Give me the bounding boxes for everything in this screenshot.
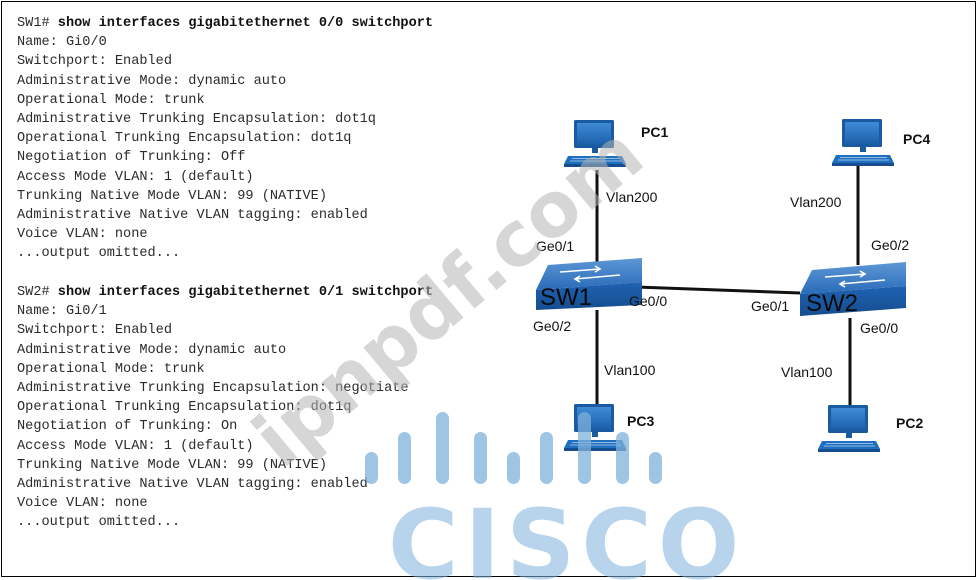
pc2-label: PC2: [896, 415, 923, 431]
terminal-command-line: SW1# show interfaces gigabitethernet 0/0…: [17, 14, 433, 33]
cisco-wordmark: CISCO: [388, 489, 745, 580]
sw1-terminal-output: SW1# show interfaces gigabitethernet 0/0…: [17, 14, 433, 264]
terminal-output-line: Name: Gi0/1: [17, 304, 107, 320]
sw2-terminal-output: SW2# show interfaces gigabitethernet 0/1…: [17, 283, 433, 533]
sw2-port-ge0-1-label: Ge0/1: [751, 298, 789, 314]
terminal-output-line: Administrative Trunking Encapsulation: d…: [17, 112, 376, 128]
terminal-output-line: Name: Gi0/0: [17, 35, 107, 51]
cli-command: show interfaces gigabitethernet 0/1 swit…: [57, 285, 434, 300]
sw1-port-ge0-2-label: Ge0/2: [533, 318, 571, 334]
terminal-output-line: Administrative Native VLAN tagging: enab…: [17, 208, 368, 224]
switch-sw1-icon: SW1: [536, 258, 642, 311]
switch-sw2-icon: SW2: [800, 262, 906, 317]
sw1-port-ge0-0-label: Ge0/0: [629, 293, 667, 309]
link-sw1-sw2: [635, 285, 801, 295]
cli-command: show interfaces gigabitethernet 0/0 swit…: [57, 16, 434, 31]
terminal-output-line: Administrative Trunking Encapsulation: n…: [17, 381, 409, 397]
terminal-output-line: Operational Mode: trunk: [17, 92, 205, 108]
terminal-output-line: Administrative Mode: dynamic auto: [17, 73, 287, 89]
terminal-output-line: Negotiation of Trunking: Off: [17, 150, 246, 166]
terminal-output-line: Administrative Mode: dynamic auto: [17, 342, 287, 358]
cisco-logo-watermark: CISCO: [365, 412, 745, 580]
pc3-label: PC3: [627, 413, 654, 429]
terminal-output-line: ...output omitted...: [17, 246, 181, 262]
terminal-output-line: Voice VLAN: none: [17, 496, 148, 512]
network-links: [595, 165, 860, 410]
terminal-output-line: Negotiation of Trunking: On: [17, 419, 238, 435]
terminal-output-line: Trunking Native Mode VLAN: 99 (NATIVE): [17, 457, 327, 473]
vlan-pc2-label: Vlan100: [781, 364, 833, 380]
terminal-output-line: Voice VLAN: none: [17, 227, 148, 243]
pc2-computer-icon: [818, 404, 881, 453]
pc1-label: PC1: [641, 124, 668, 140]
pc4-computer-icon: [832, 118, 895, 167]
terminal-output-line: Access Mode VLAN: 1 (default): [17, 438, 254, 454]
sw2-port-ge0-0-label: Ge0/0: [860, 320, 898, 336]
terminal-output-line: Switchport: Enabled: [17, 323, 172, 339]
terminal-output-line: Access Mode VLAN: 1 (default): [17, 169, 254, 185]
terminal-output-line: ...output omitted...: [17, 515, 181, 531]
cli-prompt: SW2#: [17, 285, 58, 300]
cisco-bars-icon: [365, 412, 662, 484]
vlan-pc1-label: Vlan200: [606, 189, 658, 205]
terminal-command-line: SW2# show interfaces gigabitethernet 0/1…: [17, 283, 433, 302]
vlan-pc3-label: Vlan100: [604, 362, 656, 378]
sw1-port-ge0-1-label: Ge0/1: [536, 238, 574, 254]
terminal-output-line: Operational Trunking Encapsulation: dot1…: [17, 131, 352, 147]
terminal-output-line: Operational Trunking Encapsulation: dot1…: [17, 400, 352, 416]
pc4-label: PC4: [903, 131, 930, 147]
cli-prompt: SW1#: [17, 16, 58, 31]
terminal-output-line: Administrative Native VLAN tagging: enab…: [17, 477, 368, 493]
sw2-label: SW2: [806, 290, 858, 317]
terminal-output-line: Switchport: Enabled: [17, 54, 172, 70]
vlan-pc4-label: Vlan200: [790, 194, 842, 210]
sw2-port-ge0-2-label: Ge0/2: [871, 237, 909, 253]
terminal-output-line: Operational Mode: trunk: [17, 361, 205, 377]
sw1-label: SW1: [540, 284, 592, 311]
terminal-output-line: Trunking Native Mode VLAN: 99 (NATIVE): [17, 188, 327, 204]
